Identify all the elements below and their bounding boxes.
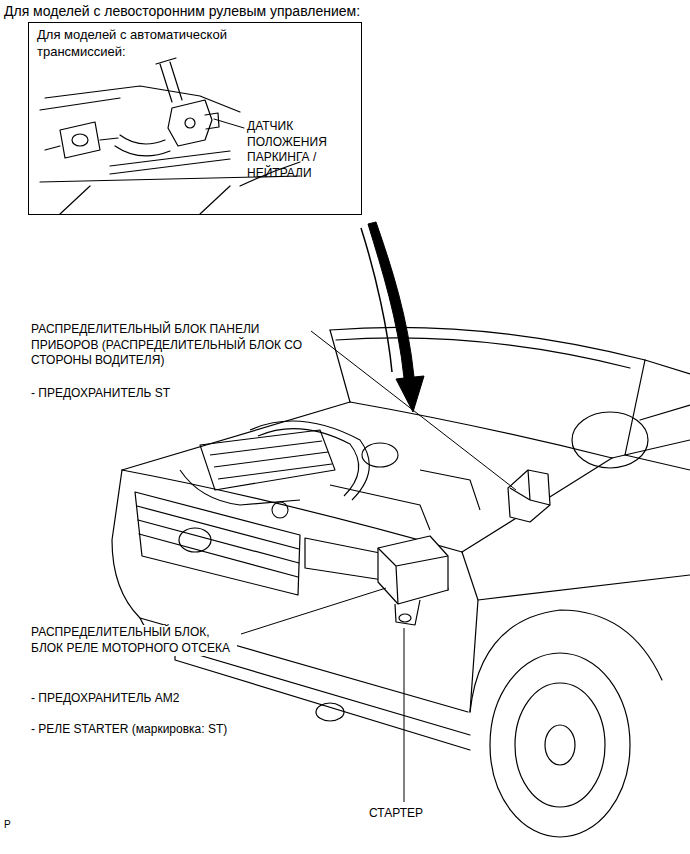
inset-mechanism [110,151,230,174]
instrument-panel-block [508,470,550,522]
body-outline [462,458,612,552]
body-outline [330,327,645,360]
inset-mechanism [160,62,182,102]
body-outline [625,455,690,470]
body-outline [122,402,350,470]
engine [180,470,300,505]
instrument-panel-block [510,470,550,505]
engine [330,485,430,530]
fuse-label: - ПРЕДОХРАНИТЕЛЬ AM2 [30,691,180,707]
engine [180,421,480,530]
relay-box [399,614,411,622]
inset-mechanism [45,86,240,112]
instrument-panel-block [508,470,550,522]
engine [210,441,332,479]
inset-mechanism [60,122,100,158]
pointer-arrow [368,222,424,412]
part-label: ДАТЧИК ПОЛОЖЕНИЯ ПАРКИНГА / НЕЙТРАЛИ [247,119,355,181]
fuse-label: - ПРЕДОХРАНИТЕЛЬ ST [30,386,171,402]
part-label: РАСПРЕДЕЛИТЕЛЬНЫЙ БЛОК, БЛОК РЕЛЕ МОТОРН… [30,625,237,656]
body-outline [112,327,690,837]
body-outline [640,405,690,420]
leader-lines [241,331,516,802]
inset-mechanism [45,138,118,150]
engine [420,470,480,510]
inset-mechanism [60,186,230,214]
body-outline [330,330,350,402]
body-outline [645,360,690,374]
inset-mechanism [40,98,120,110]
engine [362,443,398,467]
body-outline [470,610,662,712]
body-outline [135,492,300,595]
body-outline [112,470,468,712]
body-outline [545,725,575,765]
body-outline [350,402,612,458]
relay-box [378,548,448,604]
relay-box [378,536,448,625]
part-label: РАСПРЕДЕЛИТЕЛЬНЫЙ БЛОК ПАНЕЛИ ПРИБОРОВ (… [30,322,307,369]
body-outline [625,360,645,455]
inset-heading: Для моделей с автоматической трансмиссие… [37,27,297,61]
inset-box: Для моделей с автоматической трансмиссие… [28,22,362,215]
inset-mechanism [72,134,88,146]
inset-mechanism [185,118,195,128]
inset-mechanism [156,58,176,64]
engine [258,429,359,496]
leader-line [404,628,405,802]
leader-line [241,588,386,634]
body-outline [122,470,462,552]
inset-mechanism [214,119,244,128]
body-outline [612,440,690,458]
engine [250,421,369,500]
figure-code: P [3,818,12,831]
engine [200,430,335,490]
body-outline [462,552,478,712]
inset-mechanism [168,100,212,146]
leader-line [311,331,516,490]
body-outline [572,412,648,468]
pointer-arrow [361,222,424,412]
relay-box [395,600,420,625]
body-outline [336,338,630,368]
body-outline [316,703,344,721]
inset-mechanism [115,135,170,156]
engine [272,502,288,518]
relay-box [378,536,448,604]
body-outline [515,683,605,807]
body-outline [490,653,630,837]
body-outline [179,528,211,552]
part-label: СТАРТЕР [368,806,424,822]
inset-mechanism [205,113,219,129]
relay-label: - РЕЛЕ STARTER (маркировка: ST) [30,722,228,738]
page-title: Для моделей с левосторонним рулевым упра… [4,2,504,20]
pointer-arrow [361,228,392,372]
body-outline [478,575,690,600]
